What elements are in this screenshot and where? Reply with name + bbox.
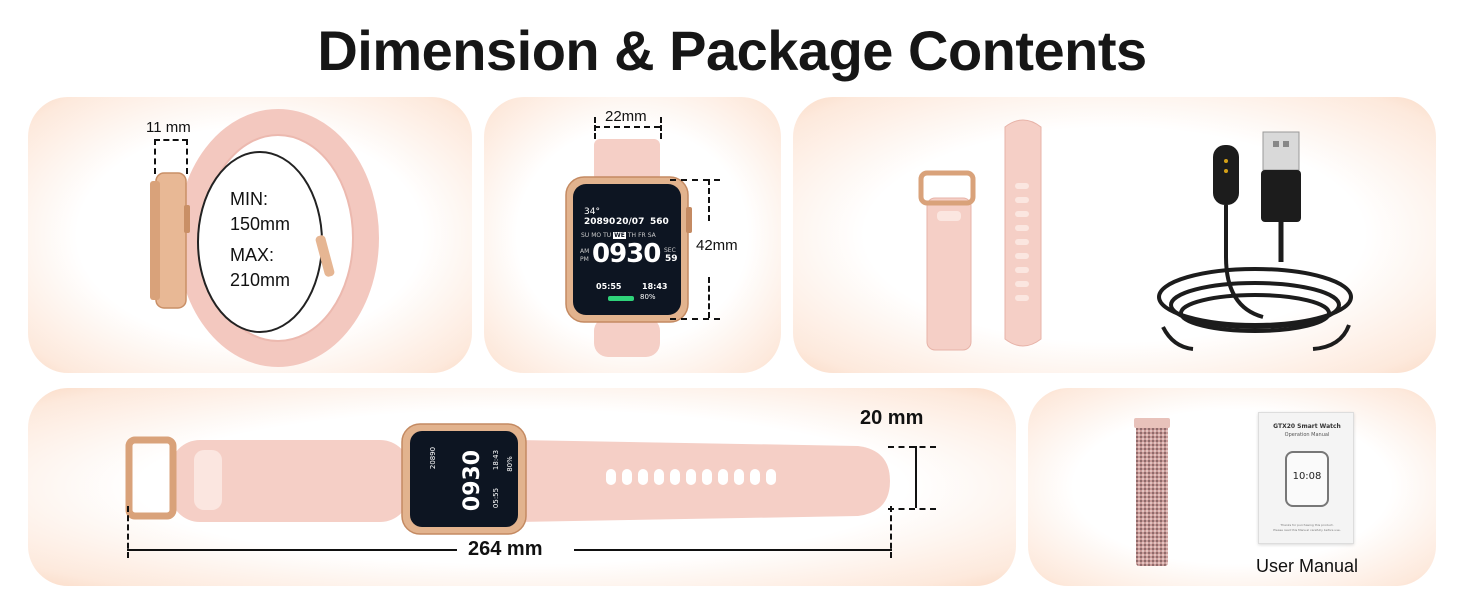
- watch-laid-flat: [125, 423, 890, 535]
- strap-and-cable: [918, 119, 1353, 351]
- max-value: 210mm: [230, 270, 291, 290]
- day-th: TH: [627, 232, 637, 239]
- width-label: 22mm: [605, 108, 647, 125]
- accessories-panel: GTX20 Smart Watch Operation Manual 10:08…: [1028, 388, 1436, 586]
- full-length-panel: 0930 20890 18:43 05:55 80% 20 mm 264 mm: [28, 388, 1016, 586]
- band-size-panel: 11 mm MIN: 150mm MAX: 210mm: [28, 97, 472, 373]
- band-length-label: 264 mm: [468, 538, 543, 560]
- day-fr: FR: [638, 232, 646, 239]
- watch-face-panel: 34° 20890 20/07 560 SU MO TU WE TH FR SA…: [484, 97, 781, 373]
- day-sa: SA: [647, 232, 656, 239]
- page-title: Dimension & Package Contents: [317, 19, 1147, 82]
- watch-side-view: [150, 109, 379, 367]
- screen-steps: 20890: [584, 217, 616, 227]
- screen-temp: 34°: [584, 207, 600, 217]
- nylon-strap: [1134, 418, 1170, 566]
- strap-charger-panel: [793, 97, 1436, 373]
- flat-screen-time: 0930: [460, 449, 486, 512]
- manual-caption: User Manual: [1256, 556, 1359, 576]
- min-label: MIN:: [230, 189, 268, 209]
- max-label: MAX:: [230, 245, 275, 265]
- band-thickness-label: 11 mm: [146, 119, 191, 136]
- screen-pm: PM: [580, 256, 589, 263]
- screen-sunset: 18:43: [642, 282, 668, 291]
- screen-sec: 59: [665, 254, 678, 264]
- screen-sec-label: SEC: [664, 247, 676, 254]
- band-width-label: 20 mm: [860, 407, 924, 429]
- manual-footer-1: Thanks for purchasing this product.: [1280, 523, 1334, 527]
- flat-screen-battery: 80%: [505, 456, 514, 472]
- manual-title: GTX20 Smart Watch: [1273, 423, 1341, 430]
- manual-watch-outline: 10:08: [1285, 451, 1329, 507]
- manual-footer-2: Please read this Manual carefully before…: [1273, 528, 1341, 532]
- watch-front-view: [565, 139, 692, 357]
- day-mo: MO: [591, 232, 602, 239]
- min-value: 150mm: [230, 214, 291, 234]
- flat-screen-steps: 20890: [429, 446, 438, 470]
- manual-cover: GTX20 Smart Watch Operation Manual 10:08…: [1258, 412, 1354, 544]
- screen-day-row: SU MO TU WE TH FR SA: [581, 232, 656, 239]
- screen-time: 0930: [592, 239, 661, 269]
- screen-calories: 560: [650, 217, 669, 227]
- screen-sunrise: 05:55: [596, 282, 622, 291]
- screen-battery: 80%: [640, 293, 656, 301]
- screen-date: 20/07: [616, 217, 645, 227]
- flat-screen-sunrise: 05:55: [492, 487, 501, 509]
- day-su: SU: [581, 232, 590, 239]
- screen-am: AM: [580, 248, 590, 255]
- battery-bar: [608, 296, 634, 301]
- flat-screen-sunset: 18:43: [492, 449, 501, 471]
- manual-time: 10:08: [1292, 471, 1322, 482]
- manual-subtitle: Operation Manual: [1284, 432, 1330, 438]
- height-label: 42mm: [696, 237, 738, 254]
- day-we: WE: [613, 232, 626, 239]
- day-tu: TU: [603, 232, 612, 239]
